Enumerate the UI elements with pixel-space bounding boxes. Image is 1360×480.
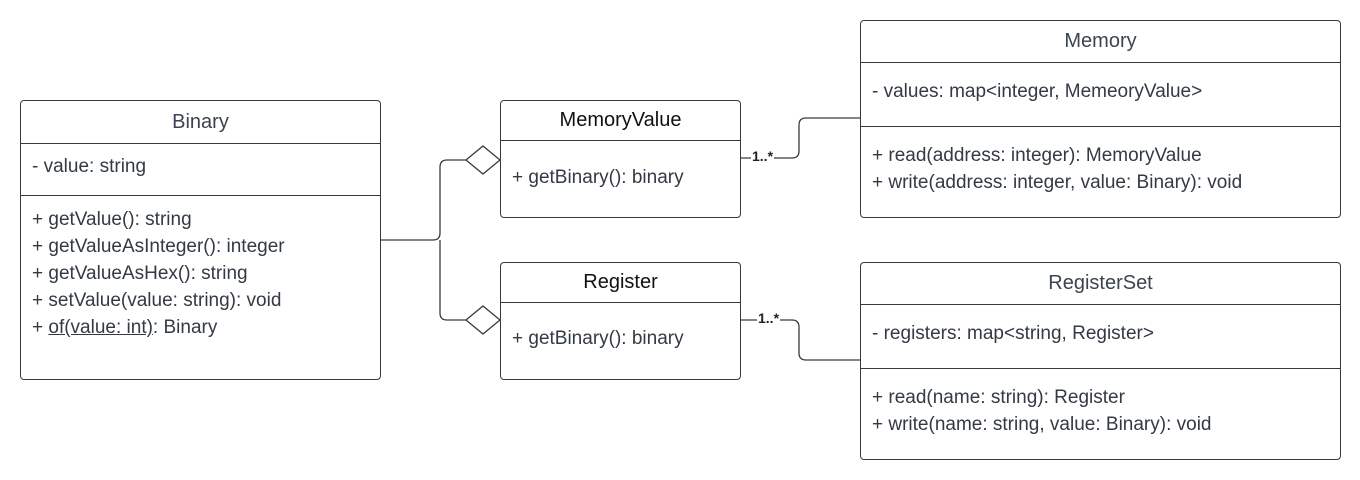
aggregation-binary-memoryvalue — [381, 159, 466, 241]
attributes-section: - values: map<integer, MemeoryValue> — [861, 63, 1340, 127]
method: + getBinary(): binary — [512, 167, 684, 188]
method: + read(name: string): Register — [872, 387, 1125, 408]
aggregation-diamond-memoryvalue — [464, 145, 502, 175]
association-register-registerset — [741, 319, 860, 361]
attributes-section: - value: string — [21, 144, 380, 196]
static-method-prefix: + — [32, 317, 49, 338]
static-method: + of(value: int): Binary — [32, 314, 369, 341]
class-registerset[interactable]: RegisterSet - registers: map<string, Reg… — [860, 262, 1341, 460]
multiplicity-label-memory: 1..* — [751, 148, 775, 164]
methods-section: + getBinary(): binary — [501, 141, 740, 201]
class-name: MemoryValue — [501, 101, 740, 141]
static-method-return: : Binary — [152, 317, 218, 338]
method: + getValueAsHex(): string — [32, 263, 248, 284]
methods-section: + read(name: string): Register + write(n… — [861, 369, 1340, 448]
method: + getBinary(): binary — [512, 328, 684, 349]
class-memory[interactable]: Memory - values: map<integer, MemeoryVal… — [860, 20, 1341, 218]
methods-section: + read(address: integer): MemoryValue + … — [861, 127, 1340, 206]
class-binary[interactable]: Binary - value: string + getValue(): str… — [20, 100, 381, 380]
class-name: RegisterSet — [861, 263, 1340, 305]
method: + getValueAsInteger(): integer — [32, 236, 285, 257]
attribute: - value: string — [32, 156, 147, 177]
class-memoryvalue[interactable]: MemoryValue + getBinary(): binary — [500, 100, 741, 218]
method: + read(address: integer): MemoryValue — [872, 145, 1202, 166]
static-method-name: of(value: int) — [48, 317, 153, 338]
method: + write(name: string, value: Binary): vo… — [872, 414, 1212, 435]
method: + write(address: integer, value: Binary)… — [872, 172, 1243, 193]
class-name: Memory — [861, 21, 1340, 63]
class-name: Binary — [21, 101, 380, 144]
methods-section: + getValue(): string + getValueAsInteger… — [21, 196, 380, 351]
aggregation-diamond-register — [464, 305, 502, 335]
class-register[interactable]: Register + getBinary(): binary — [500, 262, 741, 380]
methods-section: + getBinary(): binary — [501, 303, 740, 362]
method: + setValue(value: string): void — [32, 290, 282, 311]
attribute: - values: map<integer, MemeoryValue> — [872, 81, 1203, 102]
method: + getValue(): string — [32, 209, 192, 230]
multiplicity-label-registerset: 1..* — [757, 310, 781, 326]
attribute: - registers: map<string, Register> — [872, 323, 1154, 344]
aggregation-binary-register — [439, 240, 466, 321]
class-name: Register — [501, 263, 740, 303]
attributes-section: - registers: map<string, Register> — [861, 305, 1340, 369]
